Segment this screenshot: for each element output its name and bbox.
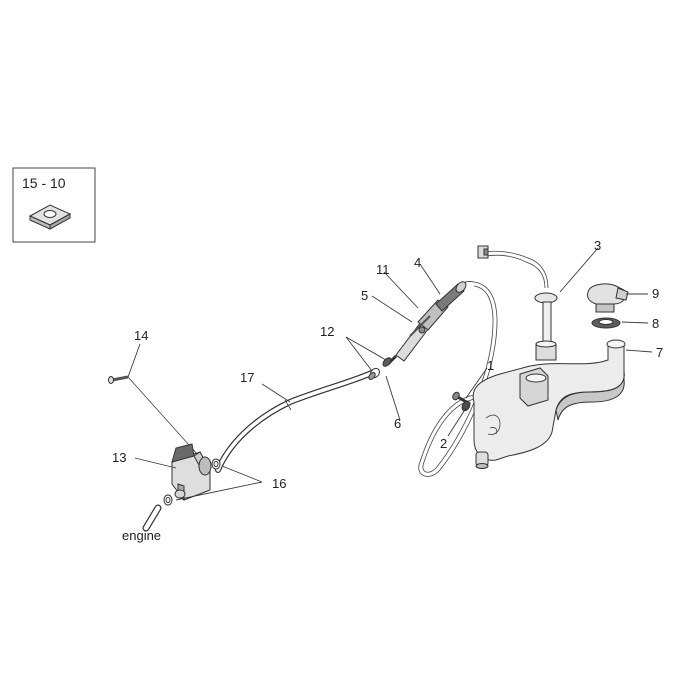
callout-11: 11 [376,262,390,277]
small-fittings [368,357,392,380]
leader-lines [127,247,653,501]
callout-1: 1 [487,358,494,373]
callout-4: 4 [414,255,421,270]
callout-17: 17 [240,370,254,385]
screw [108,375,199,456]
hose-clamps [163,458,221,506]
callout-labels: 1 2 3 4 5 6 7 8 9 11 12 13 14 16 17 engi… [112,238,663,543]
callout-7: 7 [656,345,663,360]
cable-end-assembly [386,281,467,366]
callout-8: 8 [652,316,659,331]
mounting-bolt [452,391,471,412]
callout-3: 3 [594,238,601,253]
valve-block [171,443,212,501]
callout-12: 12 [320,324,334,339]
oil-reservoir [472,339,626,469]
inset-box: 15 - 10 [12,167,96,243]
fuel-hose [215,369,377,473]
cap-seal [591,317,621,329]
tank-cap [587,283,629,313]
callout-9: 9 [652,286,659,301]
callout-6: 6 [394,416,401,431]
callout-13: 13 [112,450,126,465]
inset-label: 15 - 10 [22,175,66,191]
engine-label: engine [122,528,161,543]
engine-hose [142,504,162,532]
connector-tube [418,281,498,477]
clip-nut-part [28,204,72,230]
callout-14: 14 [134,328,148,343]
level-sensor [477,245,558,361]
callout-16: 16 [272,476,286,491]
callout-2: 2 [440,436,447,451]
callout-5: 5 [361,288,368,303]
